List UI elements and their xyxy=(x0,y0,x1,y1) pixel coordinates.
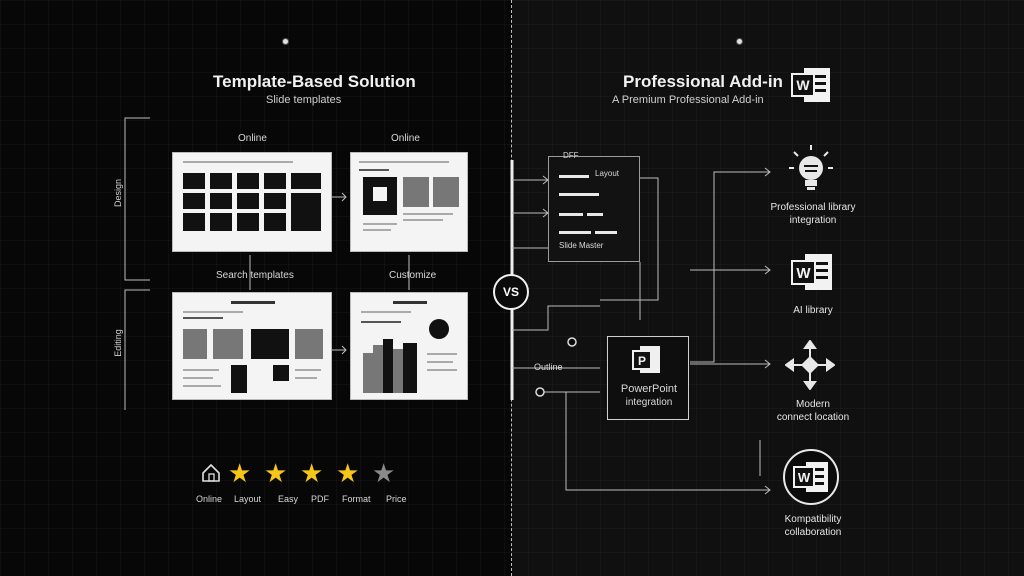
word-icon: W xyxy=(782,448,840,511)
options-panel[interactable]: DFF Layout Slide Master xyxy=(548,151,640,262)
svg-text:W: W xyxy=(798,470,811,485)
feature-label: Modern xyxy=(796,399,830,410)
left-title: Template-Based Solution xyxy=(213,72,416,91)
powerpoint-integration-box[interactable]: P PowerPoint integration xyxy=(607,336,689,420)
ppt-label-line1: PowerPoint xyxy=(620,383,678,395)
word-icon: W xyxy=(790,66,832,109)
right-title: Professional Add-in xyxy=(623,72,783,91)
right-subtitle: A Premium Professional Add-in xyxy=(612,94,764,106)
slide-thumbnail[interactable] xyxy=(350,292,468,400)
panel-row: Slide Master xyxy=(559,241,604,250)
lightbulb-icon xyxy=(788,144,834,197)
star-icon: ★ xyxy=(372,458,396,488)
feature-label: Professional library xyxy=(770,202,856,213)
feature-label: AI library xyxy=(793,305,833,316)
powerpoint-icon: P xyxy=(632,345,662,380)
pin-icon xyxy=(736,38,743,45)
rating-label: Price xyxy=(386,494,407,504)
side-label-editing: Editing xyxy=(113,329,123,357)
svg-text:P: P xyxy=(638,354,646,368)
svg-text:W: W xyxy=(796,77,810,93)
rating-label: Layout xyxy=(234,494,262,504)
card-caption: Search templates xyxy=(216,270,294,281)
left-panel xyxy=(0,0,512,576)
rating-label: Format xyxy=(342,494,371,504)
outline-label: Outline xyxy=(534,362,563,372)
star-icon: ★ xyxy=(228,458,252,488)
pin-icon xyxy=(282,38,289,45)
panel-title: DFF xyxy=(563,151,579,160)
home-icon xyxy=(200,462,222,484)
ppt-label-line2: integration xyxy=(625,397,673,408)
vs-badge: VS xyxy=(493,274,529,310)
card-caption: Online xyxy=(238,133,267,144)
card-caption: Online xyxy=(391,133,420,144)
right-panel xyxy=(512,0,1024,576)
feature-label: integration xyxy=(789,215,837,226)
star-icon: ★ xyxy=(336,458,360,488)
star-icon: ★ xyxy=(264,458,288,488)
card-caption: Customize xyxy=(389,270,437,281)
move-arrows-icon xyxy=(784,339,836,395)
left-subtitle: Slide templates xyxy=(266,94,342,106)
slide-thumbnail[interactable] xyxy=(172,292,332,400)
rating-label: Online xyxy=(196,494,223,504)
word-icon: W xyxy=(790,252,834,297)
side-label-design: Design xyxy=(113,179,123,208)
slide-thumbnail[interactable] xyxy=(350,152,468,252)
feature-label: collaboration xyxy=(784,527,842,538)
feature-label: connect location xyxy=(776,412,850,423)
star-icon: ★ xyxy=(300,458,324,488)
svg-text:W: W xyxy=(796,265,811,282)
rating-label: PDF xyxy=(311,494,329,504)
feature-label: Kompatibility xyxy=(784,514,842,525)
rating-label: Easy xyxy=(278,494,299,504)
panel-row: Layout xyxy=(595,169,620,178)
slide-thumbnail[interactable] xyxy=(172,152,332,252)
